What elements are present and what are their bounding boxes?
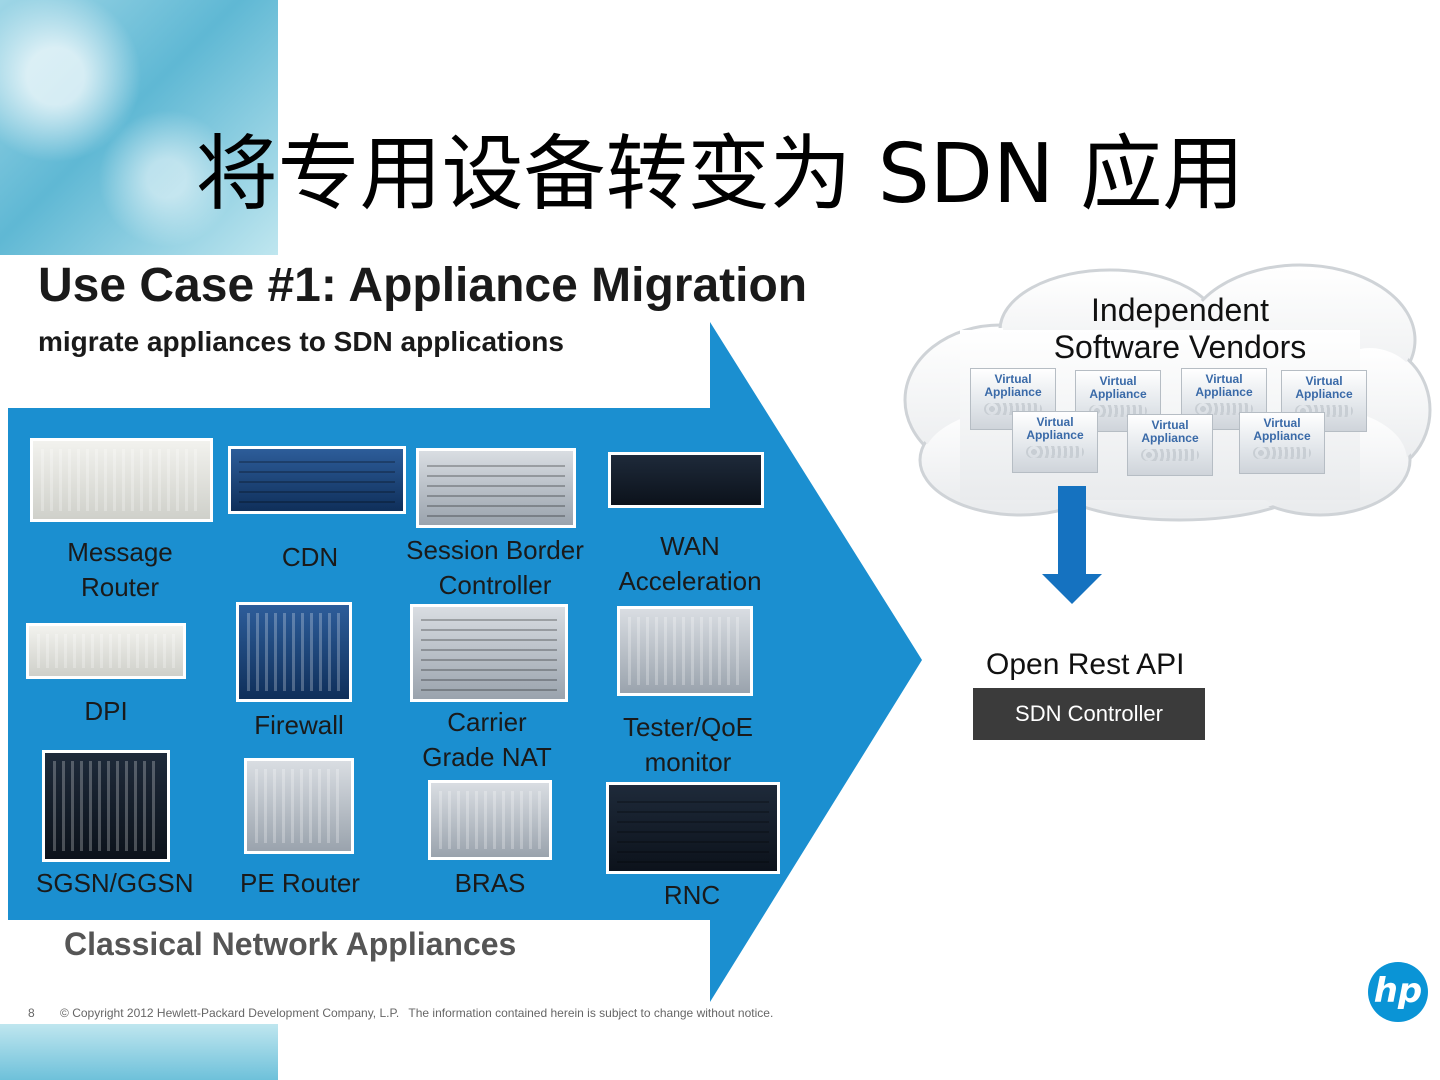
use-case-subtitle: migrate appliances to SDN applications: [38, 326, 564, 357]
dpi-label: DPI: [84, 696, 128, 726]
use-case-title: Use Case #1: Appliance Migration: [38, 259, 808, 312]
sdn-controller-box: SDN Controller: [973, 688, 1205, 740]
down-arrow: [1042, 486, 1102, 604]
message-router-image: [30, 438, 213, 522]
copyright-text: © Copyright 2012 Hewlett-Packard Develop…: [60, 1006, 400, 1020]
open-rest-api-label: Open Rest API: [986, 648, 1185, 681]
page-number: 8: [28, 1006, 35, 1020]
pe-router-label: PE Router: [240, 868, 360, 898]
slide-title: 将专用设备转变为 SDN 应用: [195, 127, 1245, 222]
gears-icon: [1253, 447, 1311, 459]
gears-icon: [1141, 449, 1199, 461]
firewall-label: Firewall: [254, 710, 344, 740]
gears-icon: [1026, 446, 1084, 458]
firewall-image: [236, 602, 352, 702]
carrier-grade-nat-image: [410, 604, 568, 702]
bras-image: [428, 780, 552, 860]
gears-icon: [1195, 403, 1253, 415]
wan-acceleration-image: [608, 452, 764, 508]
cdn-image: [228, 446, 406, 514]
sgsn-ggsn-image: [42, 750, 170, 862]
rnc-image: [606, 782, 780, 874]
tester-qoe-monitor-image: [617, 606, 753, 696]
rnc-label: RNC: [663, 880, 721, 910]
hp-logo: hp: [1368, 962, 1428, 1022]
session-border-controller-image: [416, 448, 576, 528]
decorative-corner-top-left: [0, 0, 278, 255]
sgsn-ggsn-label: SGSN/GGSN: [36, 868, 194, 898]
footer: 8 © Copyright 2012 Hewlett-Packard Devel…: [28, 1006, 795, 1020]
bras-label: BRAS: [454, 868, 526, 898]
dpi-image: [26, 623, 186, 679]
classical-appliances-label: Classical Network Appliances: [64, 926, 517, 962]
cdn-label: CDN: [281, 542, 339, 572]
pe-router-image: [244, 758, 354, 854]
notice-text: The information contained herein is subj…: [408, 1006, 774, 1020]
decorative-corner-bottom-left: [0, 1024, 278, 1080]
